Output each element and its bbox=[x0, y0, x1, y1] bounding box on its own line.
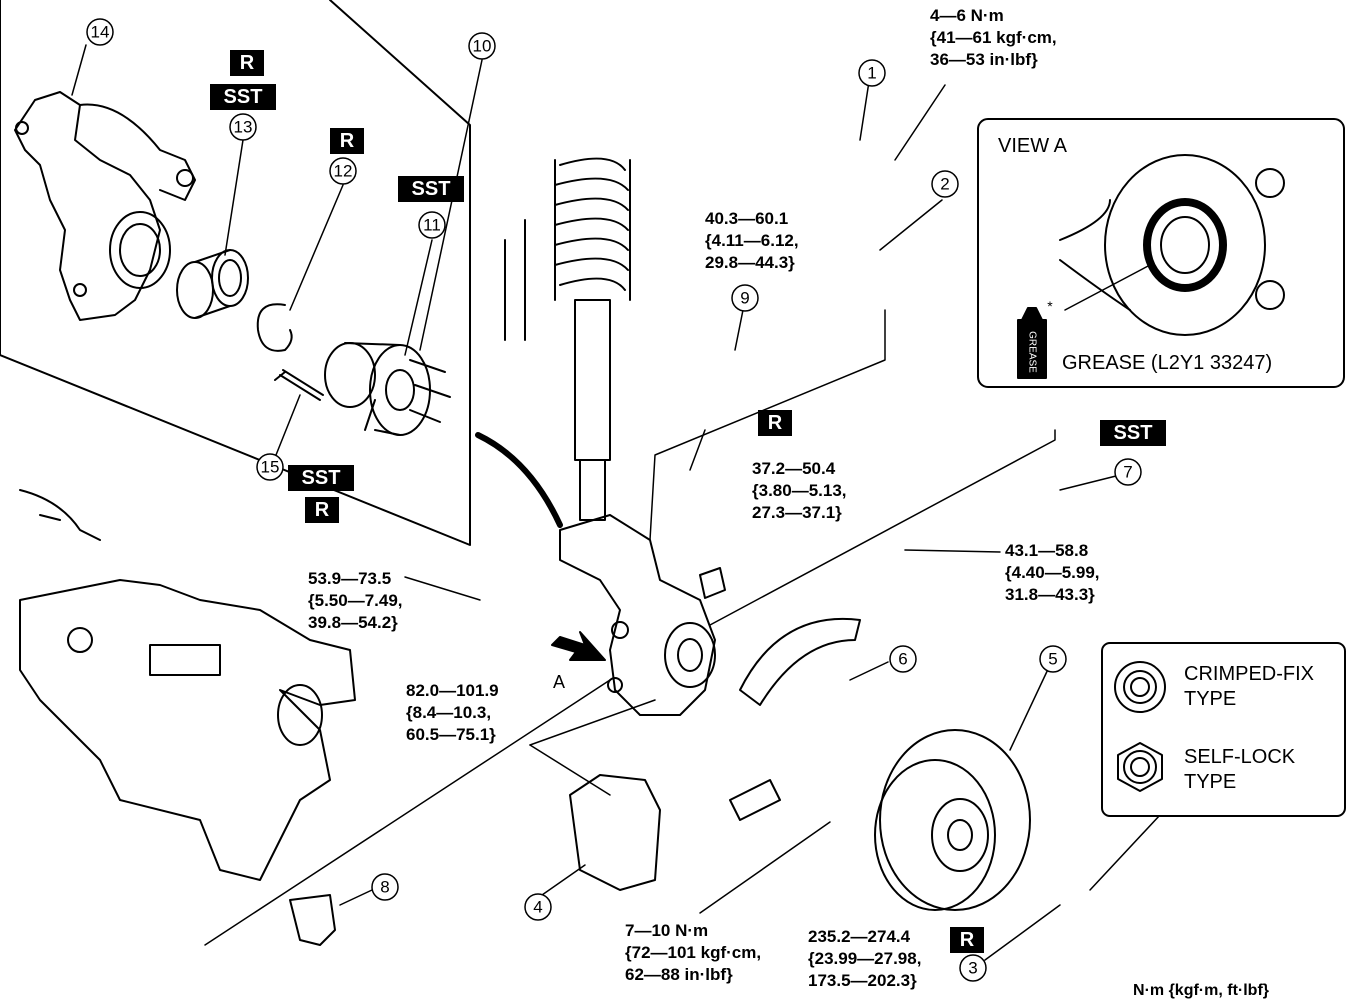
callout-2: 2 bbox=[940, 175, 949, 194]
grease-label: GREASE (L2Y1 33247) bbox=[1062, 352, 1273, 374]
badge-r-13: R bbox=[230, 50, 264, 76]
callout-6: 6 bbox=[898, 650, 907, 669]
legend-selflock-line: TYPE bbox=[1184, 771, 1237, 793]
units-note: N·m {kgf·m, ft·lbf} bbox=[1133, 982, 1269, 999]
badge-r-12: R bbox=[330, 128, 364, 154]
torque-line: 62—88 in·lbf} bbox=[625, 965, 733, 984]
callout-14: 14 bbox=[91, 23, 110, 42]
knuckle-drawing bbox=[14, 91, 196, 321]
view-a-arrow bbox=[551, 631, 606, 661]
torque-balljoint-bolt: 82.0—101.9 {8.4—10.3, 60.5—75.1} bbox=[406, 680, 499, 746]
torque-line: {3.80—5.13, bbox=[752, 481, 847, 500]
view-a-drawing bbox=[1017, 154, 1285, 379]
legend-crimped-line: CRIMPED-FIX bbox=[1184, 663, 1314, 685]
badge-r-3: R bbox=[950, 927, 984, 953]
torque-line: {8.4—10.3, bbox=[406, 703, 492, 722]
caliper-drawing bbox=[569, 774, 661, 891]
torque-line: {72—101 kgf·cm, bbox=[625, 943, 762, 962]
torque-line: 235.2—274.4 bbox=[808, 927, 911, 946]
callout-8: 8 bbox=[380, 878, 389, 897]
torque-stabilizer-nut: 40.3—60.1 {4.11—6.12, 29.8—44.3} bbox=[705, 208, 799, 274]
badge-sst-7: SST bbox=[1100, 420, 1166, 446]
callout-12: 12 bbox=[334, 162, 353, 181]
inset-frame bbox=[0, 0, 471, 546]
torque-shield-bolt: 7—10 N·m {72—101 kgf·cm, 62—88 in·lbf} bbox=[625, 920, 761, 986]
legend-crimped-line: TYPE bbox=[1184, 688, 1237, 710]
grease-star: * bbox=[1047, 298, 1053, 314]
torque-line: 82.0—101.9 bbox=[406, 681, 499, 700]
callout-circles bbox=[86, 18, 1142, 982]
callout-10: 10 bbox=[473, 37, 492, 56]
torque-strut-bolt: 53.9—73.5 {5.50—7.49, 39.8—54.2} bbox=[308, 568, 403, 634]
torque-line: 40.3—60.1 bbox=[705, 209, 789, 228]
torque-line: 173.5—202.3} bbox=[808, 971, 917, 990]
torque-hub-nut: 235.2—274.4 {23.99—27.98, 173.5—202.3} bbox=[808, 926, 921, 992]
callout-9: 9 bbox=[740, 289, 749, 308]
torque-line: 7—10 N·m bbox=[625, 921, 709, 940]
selflock-nut-icon bbox=[1117, 742, 1163, 792]
torque-line: 43.1—58.8 bbox=[1005, 541, 1089, 560]
torque-line: 37.2—50.4 bbox=[752, 459, 836, 478]
torque-line: 60.5—75.1} bbox=[406, 725, 496, 744]
disc-rotor-drawing bbox=[874, 729, 1031, 911]
view-arrow-label: A bbox=[553, 672, 566, 692]
legend-selflock-line: SELF-LOCK bbox=[1184, 746, 1296, 768]
legend-crimped: CRIMPED-FIX TYPE bbox=[1184, 662, 1314, 712]
hub-drawing bbox=[324, 342, 451, 436]
torque-sensor-bolt: 4—6 N·m {41—61 kgf·cm, 36—53 in·lbf} bbox=[930, 5, 1057, 71]
hub-bolt-drawing bbox=[274, 369, 324, 401]
badge-r-cotter: R bbox=[758, 410, 792, 436]
grease-can-label: GREASE bbox=[1027, 331, 1038, 373]
strut-drawing bbox=[504, 157, 631, 521]
torque-line: {41—61 kgf·cm, bbox=[930, 28, 1057, 47]
torque-line: 39.8—54.2} bbox=[308, 613, 398, 632]
torque-tie-rod-nut: 37.2—50.4 {3.80—5.13, 27.3—37.1} bbox=[752, 458, 847, 524]
badge-sst-11: SST bbox=[398, 176, 464, 202]
torque-line: 53.9—73.5 bbox=[308, 569, 392, 588]
torque-line: 36—53 in·lbf} bbox=[930, 50, 1038, 69]
legend-selflock: SELF-LOCK TYPE bbox=[1184, 745, 1295, 795]
callout-3: 3 bbox=[968, 959, 977, 978]
badge-r-15: R bbox=[305, 497, 339, 523]
torque-line: {4.11—6.12, bbox=[705, 231, 799, 250]
callout-11: 11 bbox=[423, 216, 441, 235]
ball-joint-drawing bbox=[289, 894, 336, 946]
callout-15: 15 bbox=[261, 458, 280, 477]
torque-line: 31.8—43.3} bbox=[1005, 585, 1095, 604]
snap-ring-drawing bbox=[256, 303, 293, 352]
torque-line: 4—6 N·m bbox=[930, 6, 1004, 25]
knuckle-assembled-drawing bbox=[559, 514, 726, 716]
callout-1: 1 bbox=[867, 64, 876, 83]
callout-4: 4 bbox=[533, 898, 542, 917]
bearing-drawing bbox=[176, 249, 249, 319]
torque-line: {4.40—5.99, bbox=[1005, 563, 1100, 582]
crimped-nut-icon bbox=[1114, 661, 1166, 713]
inset-arrow bbox=[475, 432, 563, 528]
callout-5: 5 bbox=[1048, 650, 1057, 669]
torque-line: 27.3—37.1} bbox=[752, 503, 842, 522]
splash-shield-drawing bbox=[729, 617, 861, 821]
torque-line: {5.50—7.49, bbox=[308, 591, 403, 610]
callout-7: 7 bbox=[1123, 463, 1132, 482]
badge-sst-15: SST bbox=[288, 465, 354, 491]
badge-sst-13: SST bbox=[210, 84, 276, 110]
lower-arm-drawing bbox=[19, 489, 356, 881]
callout-13: 13 bbox=[234, 118, 253, 137]
torque-line: 29.8—44.3} bbox=[705, 253, 795, 272]
torque-link-nut: 43.1—58.8 {4.40—5.99, 31.8—43.3} bbox=[1005, 540, 1100, 606]
torque-line: {23.99—27.98, bbox=[808, 949, 922, 968]
view-a-title: VIEW A bbox=[998, 135, 1067, 157]
